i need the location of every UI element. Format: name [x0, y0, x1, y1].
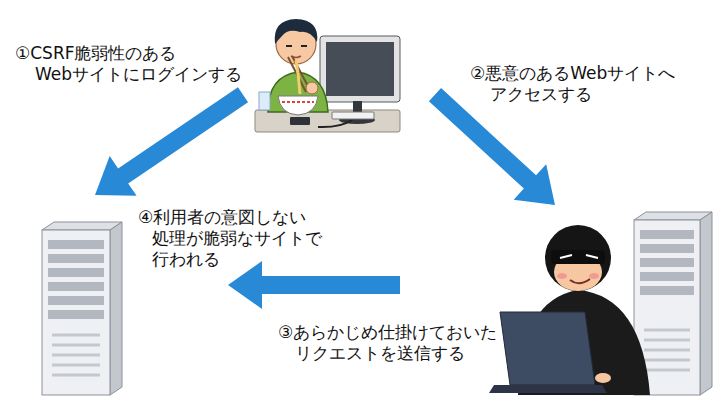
bowl-pattern [282, 101, 314, 103]
drive-bay [640, 272, 694, 281]
server-side [700, 212, 712, 395]
monitor-screen [326, 42, 394, 96]
desk [255, 110, 400, 132]
drive-bay [640, 258, 694, 267]
block-arrow [429, 88, 555, 205]
edge-label: ①CSRF脆弱性のある Webサイトにログインする [15, 43, 250, 85]
hand [306, 82, 318, 94]
eyes [286, 45, 307, 47]
user-node [243, 5, 435, 135]
drive-bay [640, 286, 694, 295]
grin [570, 279, 590, 283]
cheek [589, 273, 599, 279]
server-illustration [42, 222, 122, 395]
drive-bay [640, 230, 694, 239]
hair [275, 19, 318, 44]
vent [644, 330, 690, 370]
server-side [110, 222, 122, 395]
attacker-mask [551, 250, 605, 264]
ramen-bowl [278, 96, 318, 115]
hand [595, 373, 611, 383]
server-top [42, 222, 122, 230]
keyboard [332, 112, 374, 119]
block-arrow [95, 87, 248, 196]
drive-bay [48, 282, 104, 291]
vent [52, 335, 100, 375]
phone [290, 117, 310, 125]
server-front [42, 230, 110, 395]
drive-bay [48, 240, 104, 249]
edge-label: ③あらかじめ仕掛けておいた リクエストを送信する [278, 322, 520, 364]
cheek [557, 273, 567, 279]
user-illustration [255, 19, 400, 132]
drive-bay [48, 254, 104, 263]
server-top [634, 212, 712, 220]
attacker-illustration [489, 212, 712, 395]
attacker-eyes [560, 255, 598, 258]
noodles [296, 60, 300, 94]
drive-bay [48, 268, 104, 277]
edge-label: ②悪意のあるWebサイトへ アクセスする [470, 63, 695, 105]
drive-bay [48, 296, 104, 305]
attacker-node [400, 205, 715, 405]
drive-bay [640, 244, 694, 253]
glass [259, 92, 270, 110]
drive-bay [48, 310, 104, 319]
laptop-screen [500, 312, 595, 385]
laptop-base [489, 385, 607, 393]
monitor-frame [320, 36, 400, 102]
attacker-hood [545, 225, 611, 291]
note-label: ④利用者の意図しない 処理が脆弱なサイトで 行われる [138, 207, 334, 270]
block-arrow [228, 261, 400, 309]
cable [318, 120, 352, 127]
